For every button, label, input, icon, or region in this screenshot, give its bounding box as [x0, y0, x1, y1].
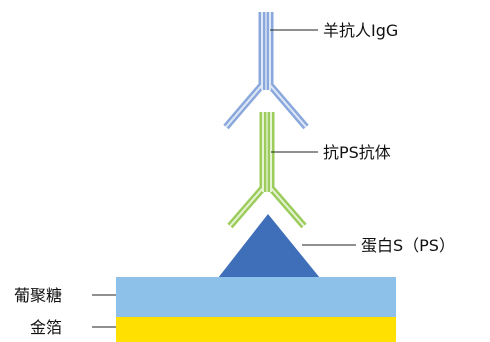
gold-foil-label: 金箔 — [30, 318, 62, 337]
anti-ps-antibody-core — [229, 112, 305, 227]
igg-antibody-core — [225, 12, 307, 128]
protein-s-triangle — [218, 214, 320, 278]
dextran-label: 葡聚糖 — [14, 286, 62, 305]
anti-ps-antibody — [227, 112, 307, 229]
gold-foil-layer — [116, 317, 396, 342]
goat-anti-human-igg-antibody — [223, 12, 309, 130]
dextran-layer — [116, 277, 396, 317]
igg-label: 羊抗人IgG — [323, 21, 398, 40]
igg-antibody-outline — [223, 12, 309, 130]
protein-s-label: 蛋白S（PS） — [361, 236, 455, 255]
anti-ps-antibody-outline — [227, 112, 307, 229]
anti-ps-antibody-label: 抗PS抗体 — [323, 143, 391, 162]
